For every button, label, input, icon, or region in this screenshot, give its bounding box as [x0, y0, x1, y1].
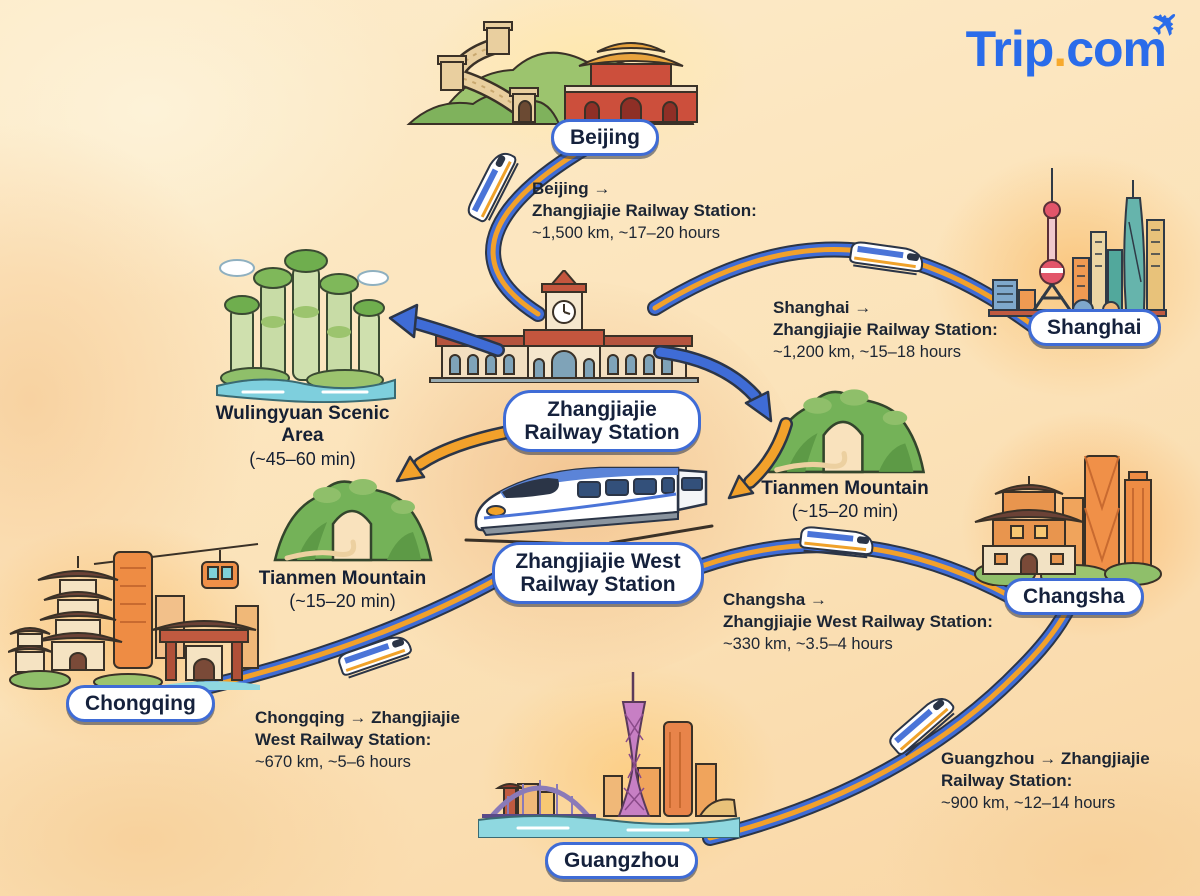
city-label-guangzhou: Guangzhou	[545, 842, 699, 880]
caption-time: (~15–20 min)	[289, 591, 396, 612]
route-line1: Beijing →	[532, 179, 611, 198]
station-label-line2: Railway Station	[520, 573, 676, 597]
route-line2: Zhangjiajie Railway Station:	[773, 320, 998, 340]
route-line1: Changsha →	[723, 590, 827, 609]
route-line1: Guangzhou → Zhangjiajie	[941, 749, 1150, 768]
caption-name: Tianmen Mountain	[761, 478, 929, 499]
route-line2: Zhangjiajie West Railway Station:	[723, 612, 993, 632]
city-label-changsha: Changsha	[1004, 578, 1144, 616]
city-label-shanghai: Shanghai	[1028, 309, 1161, 347]
caption-tianmen-right: Tianmen Mountain (~15–20 min)	[732, 478, 958, 523]
route-text-guangzhou: Guangzhou → Zhangjiajie Railway Station:…	[941, 748, 1150, 815]
train-icon-changsha-route	[793, 518, 880, 561]
route-line2: West Railway Station:	[255, 730, 432, 750]
caption-name: Wulingyuan Scenic	[215, 403, 390, 424]
route-line2: Zhangjiajie Railway Station:	[532, 201, 757, 221]
caption-wulingyuan: Wulingyuan Scenic Area (~45–60 min)	[190, 403, 415, 470]
route-text-beijing: Beijing → Zhangjiajie Railway Station: ~…	[532, 178, 757, 245]
route-text-chongqing: Chongqing → Zhangjiajie West Railway Sta…	[255, 707, 460, 774]
caption-time: (~15–20 min)	[791, 501, 899, 522]
route-line3: ~1,500 km, ~17–20 hours	[532, 223, 721, 242]
route-line1: Shanghai →	[773, 298, 872, 317]
caption-time: (~45–60 min)	[249, 448, 356, 469]
route-line3: ~900 km, ~12–14 hours	[941, 793, 1116, 812]
train-icon-shanghai-route	[843, 232, 931, 277]
logo-text-com: com	[1066, 21, 1167, 77]
caption-name: Tianmen Mountain	[258, 568, 427, 589]
caption-name: Area	[281, 425, 324, 447]
station-label-line1: Zhangjiajie West	[515, 550, 681, 573]
route-text-shanghai: Shanghai → Zhangjiajie Railway Station: …	[773, 297, 998, 364]
route-line3: ~670 km, ~5–6 hours	[255, 752, 411, 771]
route-line3: ~1,200 km, ~15–18 hours	[773, 342, 962, 361]
logo-text-trip: Trip	[965, 21, 1055, 77]
route-text-changsha: Changsha → Zhangjiajie West Railway Stat…	[723, 589, 993, 656]
route-line3: ~330 km, ~3.5–4 hours	[723, 634, 893, 653]
arrow-to-wulingyuan	[388, 303, 505, 357]
logo-dot: .	[1053, 21, 1067, 77]
caption-tianmen-left: Tianmen Mountain (~15–20 min)	[230, 568, 455, 613]
station-label-line2: Railway Station	[524, 421, 680, 445]
city-label-beijing: Beijing	[551, 119, 660, 157]
route-line1: Chongqing → Zhangjiajie	[255, 708, 460, 727]
station-label-zhangjiajie: Zhangjiajie Railway Station	[503, 390, 701, 453]
station-label-zhangjiajie-west: Zhangjiajie West Railway Station	[492, 542, 704, 605]
tripcom-logo: ✈Trip.com	[965, 0, 1189, 78]
city-label-chongqing: Chongqing	[66, 685, 215, 723]
station-label-line1: Zhangjiajie	[547, 398, 657, 421]
route-line2: Railway Station:	[941, 771, 1073, 791]
